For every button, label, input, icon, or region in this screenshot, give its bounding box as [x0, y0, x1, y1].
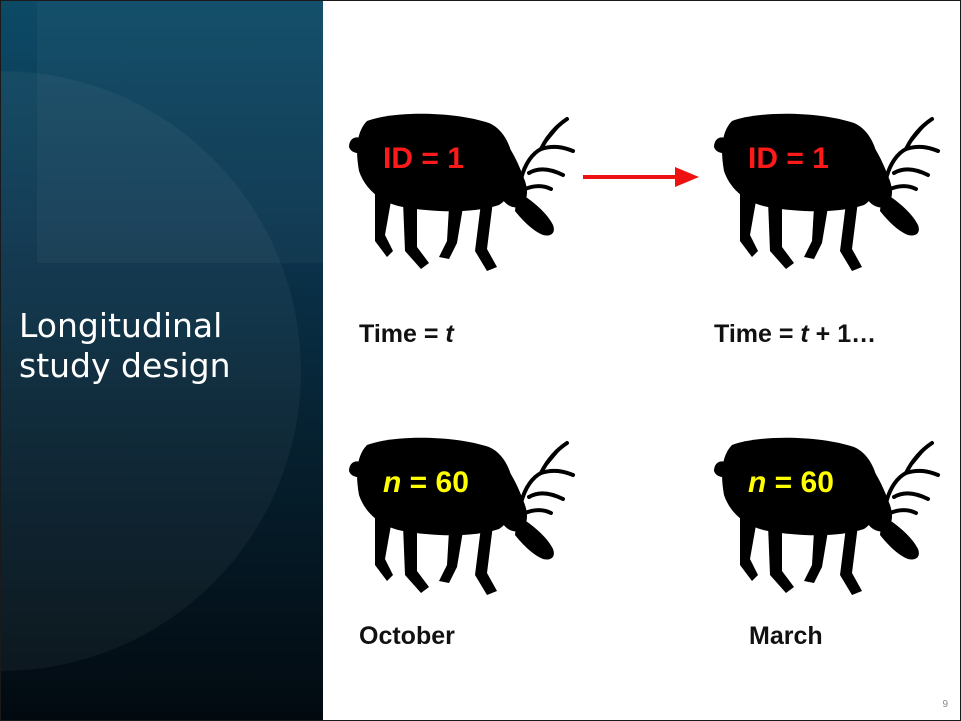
caribou-silhouette-icon [347, 111, 575, 273]
individual-id-label-left: ID = 1 [383, 142, 464, 175]
time-caption-suffix: + 1… [808, 320, 877, 348]
page-number: 9 [942, 699, 948, 710]
sample-size-value: = 60 [401, 466, 469, 499]
caribou-silhouette-icon [712, 435, 940, 597]
time-variable: t [800, 320, 809, 348]
caribou-top-right: ID = 1 [706, 109, 946, 279]
slide-title-line1: Longitudinal [19, 306, 223, 345]
october-caption: October [359, 622, 455, 650]
sample-size-variable: n [383, 466, 402, 499]
time-caption-prefix: Time = [714, 320, 801, 348]
individual-id-label-right: ID = 1 [748, 142, 829, 175]
title-panel: Longitudinal study design [1, 1, 323, 720]
time-caption-prefix: Time = [359, 320, 446, 348]
time-t-caption: Time = t [359, 319, 454, 349]
sample-size-value: = 60 [766, 466, 834, 499]
time-t-plus-1-caption: Time = t + 1… [714, 319, 876, 349]
march-caption: March [749, 622, 823, 650]
slide-title: Longitudinal study design [19, 306, 231, 386]
right-arrow-icon [583, 167, 699, 187]
caribou-bottom-right: n = 60 [706, 433, 946, 603]
sample-size-label-left: n = 60 [383, 466, 469, 500]
caribou-silhouette-icon [712, 111, 940, 273]
caribou-top-left: ID = 1 [341, 109, 581, 279]
caribou-bottom-left: n = 60 [341, 433, 581, 603]
time-variable: t [445, 320, 454, 348]
sample-size-label-right: n = 60 [748, 466, 834, 500]
slide-title-line2: study design [19, 346, 231, 385]
sample-size-variable: n [748, 466, 767, 499]
caribou-silhouette-icon [347, 435, 575, 597]
